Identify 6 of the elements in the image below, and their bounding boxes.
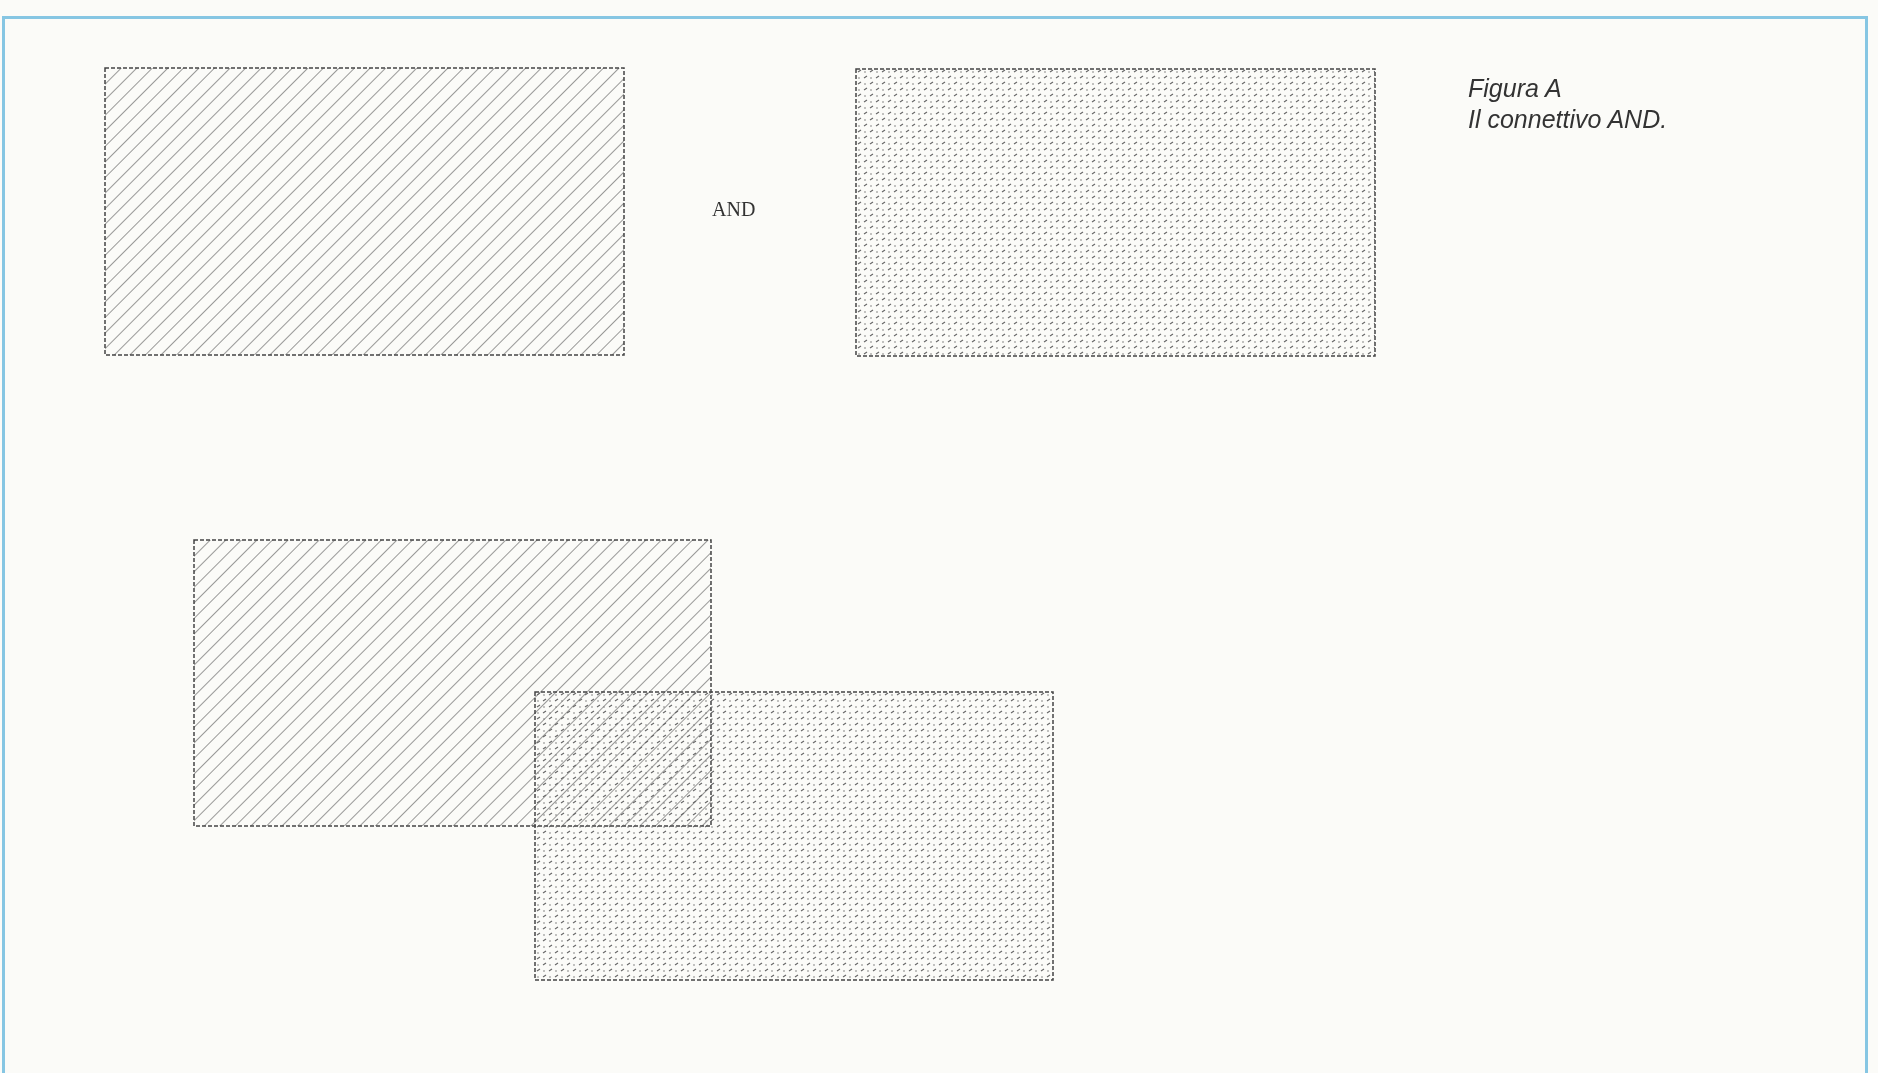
dotted-rectangle — [535, 692, 1053, 980]
figure-title: Figura A — [1468, 74, 1562, 103]
operator-label: AND — [712, 198, 756, 221]
hatched-rectangle — [105, 68, 624, 355]
figure-caption: Il connettivo AND. — [1468, 105, 1668, 134]
dotted-rectangle — [856, 69, 1375, 356]
